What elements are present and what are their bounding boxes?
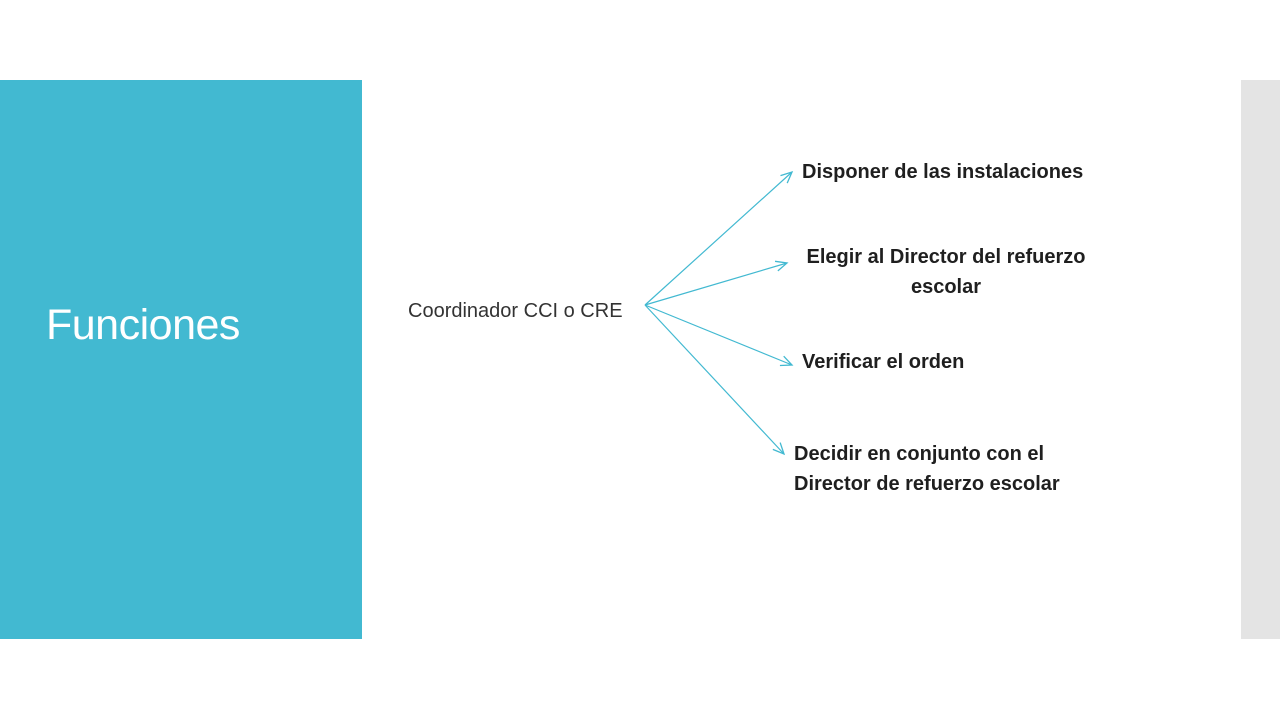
function-item-decide-jointly: Decidir en conjunto con el Director de r… — [794, 439, 1060, 499]
function-item-dispose-facilities: Disponer de las instalaciones — [802, 157, 1083, 187]
arrow-to-item-1 — [644, 170, 794, 306]
item-line: escolar — [910, 276, 982, 298]
right-decorative-strip — [1241, 80, 1280, 639]
item-line: Verificar el orden — [802, 351, 965, 373]
item-line: Director de refuerzo escolar — [794, 473, 1060, 495]
item-line: Elegir al Director del refuerzo — [806, 246, 1086, 268]
title-panel — [0, 80, 362, 639]
function-item-verify-order: Verificar el orden — [802, 347, 964, 377]
arrow-to-item-4 — [644, 304, 786, 456]
slide-title: Funciones — [46, 301, 240, 349]
arrow-to-item-2 — [644, 260, 789, 306]
arrow-to-item-3 — [644, 304, 794, 367]
item-line: Decidir en conjunto con el — [794, 443, 1045, 465]
source-node-label: Coordinador CCI o CRE — [408, 300, 623, 322]
function-item-choose-director: Elegir al Director del refuerzo escolar — [790, 242, 1102, 302]
item-line: Disponer de las instalaciones — [802, 161, 1084, 183]
